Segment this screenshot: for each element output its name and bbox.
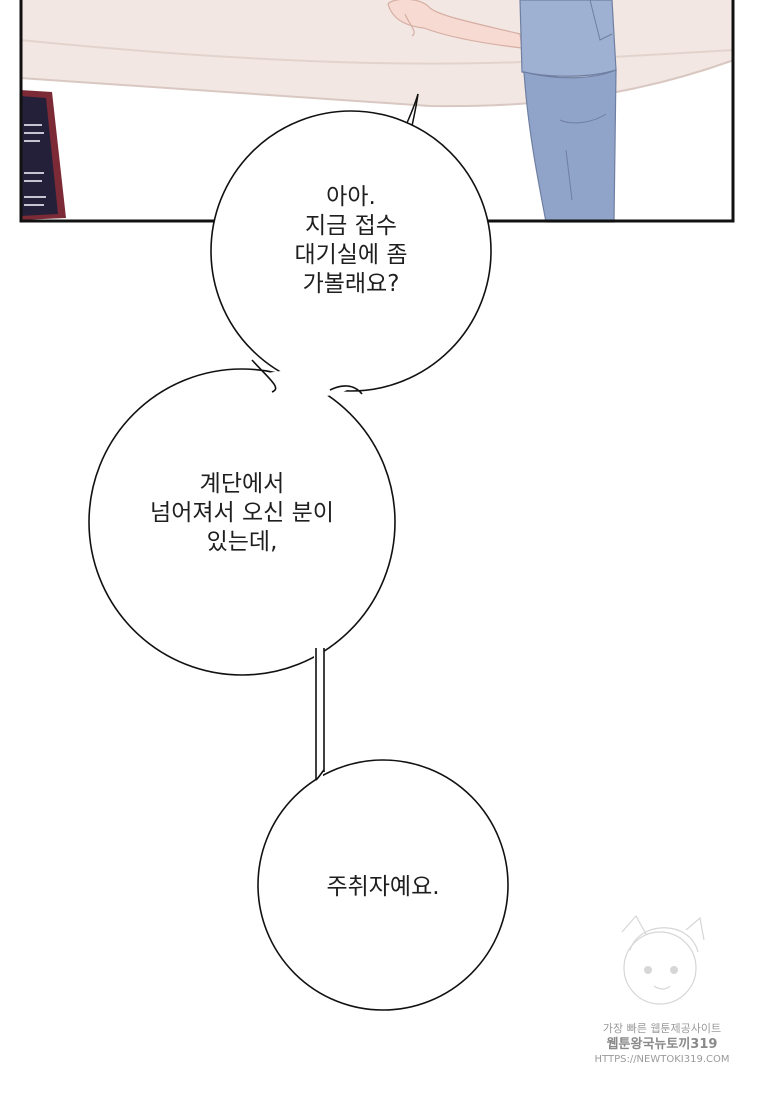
bubble-1-line-4: 가볼래요? <box>302 271 400 297</box>
bubble-2-text: 계단에서 넘어져서 오신 분이 있는데, <box>112 470 372 557</box>
watermark-line-1: 가장 빠른 웹툰제공사이트 <box>602 1022 722 1035</box>
person-figure <box>519 0 617 223</box>
watermark-line-3: HTTPS://NEWTOKI319.COM <box>594 1054 730 1065</box>
bubble-1-text: 아아. 지금 접수 대기실에 좀 가볼래요? <box>271 183 431 299</box>
speech-bubble-3 <box>257 642 509 1011</box>
top-panel <box>19 0 735 223</box>
bubble-connector <box>248 359 363 398</box>
bubble-3-line-1: 주취자예요. <box>326 874 440 900</box>
bubble-3-text: 주취자예요. <box>293 873 473 902</box>
bubble-2-line-3: 있는데, <box>206 529 278 555</box>
notice-board-icon <box>20 90 66 220</box>
speech-bubble-1 <box>210 93 492 392</box>
bubble-1-line-1: 아아. <box>326 184 376 210</box>
bubble-2-line-1: 계단에서 <box>199 471 285 497</box>
bubble-2-line-2: 넘어져서 오신 분이 <box>150 500 334 526</box>
speech-bubble-2 <box>88 368 396 676</box>
bubble-1-line-3: 대기실에 좀 <box>294 242 408 268</box>
bubble-1-line-2: 지금 접수 <box>305 213 397 239</box>
watermark-line-2: 웹툰왕국뉴토끼319 <box>606 1037 718 1052</box>
watermark-mascot-icon <box>621 914 705 1005</box>
watermark: 가장 빠른 웹툰제공사이트 웹툰왕국뉴토끼319 HTTPS://NEWTOKI… <box>592 1022 732 1066</box>
